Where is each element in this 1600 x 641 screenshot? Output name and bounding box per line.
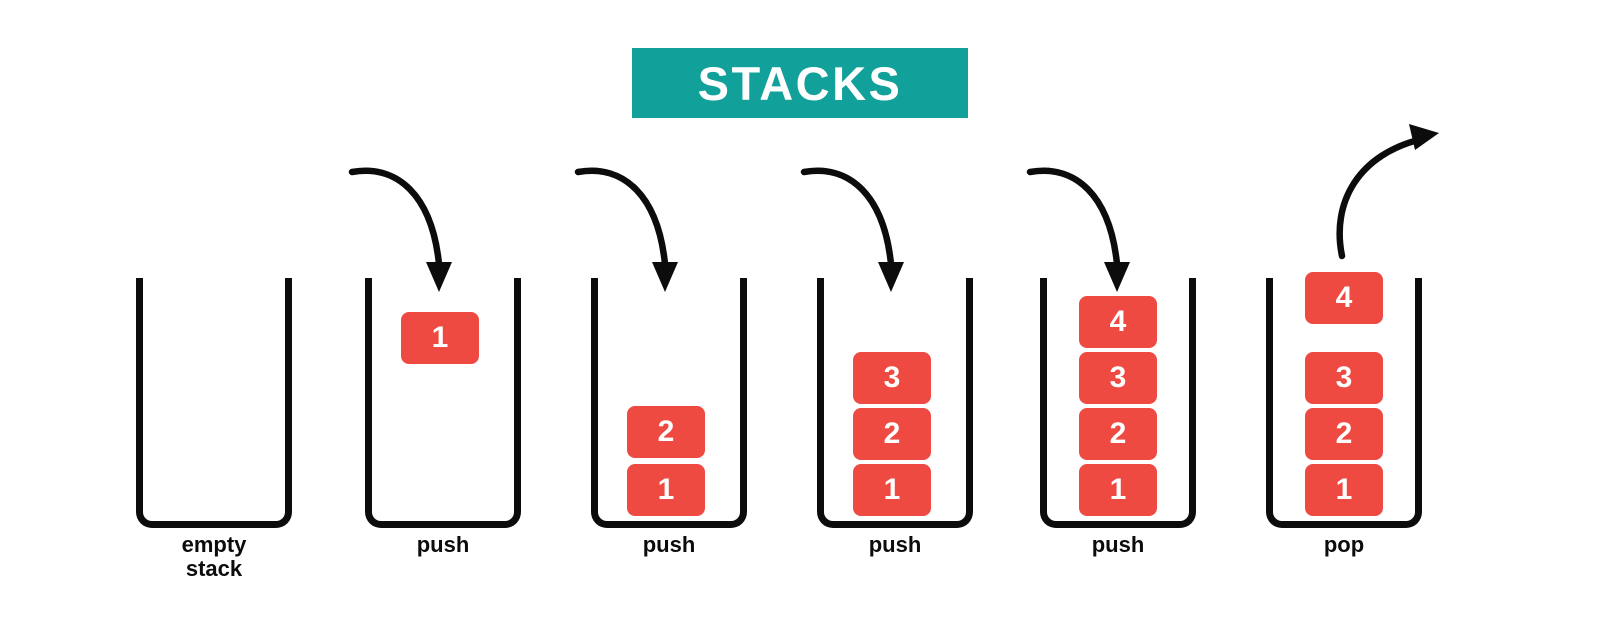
- stack-block: 1: [1305, 464, 1383, 516]
- block-value: 4: [1109, 305, 1127, 338]
- block-value: 3: [883, 361, 901, 394]
- block-value: 2: [657, 415, 675, 448]
- stack-caption-1: empty stack: [181, 532, 247, 581]
- block-value: 3: [1109, 361, 1127, 394]
- stack-container-2: [365, 278, 521, 528]
- stack-container-4: [817, 278, 973, 528]
- block-value: 1: [1335, 473, 1353, 506]
- block-value: 3: [1335, 361, 1353, 394]
- stack-block: 2: [1305, 408, 1383, 460]
- pop-arrow-6: [1336, 124, 1439, 260]
- page-title: STACKS: [697, 56, 903, 110]
- stack-block: 3: [853, 352, 931, 404]
- block-value: 1: [657, 473, 675, 506]
- block-value: 1: [1109, 473, 1127, 506]
- block-value: 2: [1109, 417, 1127, 450]
- stack-block: 4: [1079, 296, 1157, 348]
- stack-container-3: [591, 278, 747, 528]
- stack-block: 3: [1305, 352, 1383, 404]
- stack-block: 1: [627, 464, 705, 516]
- stack-block: 1: [1079, 464, 1157, 516]
- stack-caption-3: push: [642, 532, 696, 557]
- stack-block: 1: [401, 312, 479, 364]
- stack-container-6: [1266, 278, 1422, 528]
- block-value: 2: [1335, 417, 1353, 450]
- title-banner: STACKS: [632, 48, 968, 118]
- stack-caption-6: pop: [1323, 532, 1365, 557]
- stack-block: 2: [853, 408, 931, 460]
- block-value: 1: [883, 473, 901, 506]
- block-value: 4: [1335, 281, 1353, 314]
- stack-container-1: [136, 278, 292, 528]
- block-value: 2: [883, 417, 901, 450]
- stack-block-popped: 4: [1305, 272, 1383, 324]
- stack-caption-5: push: [1091, 532, 1145, 557]
- stack-block: 2: [1079, 408, 1157, 460]
- stack-block: 1: [853, 464, 931, 516]
- block-value: 1: [431, 321, 449, 354]
- stack-caption-2: push: [416, 532, 470, 557]
- stack-block: 2: [627, 406, 705, 458]
- stack-container-5: [1040, 278, 1196, 528]
- stack-block: 3: [1079, 352, 1157, 404]
- stack-caption-4: push: [868, 532, 922, 557]
